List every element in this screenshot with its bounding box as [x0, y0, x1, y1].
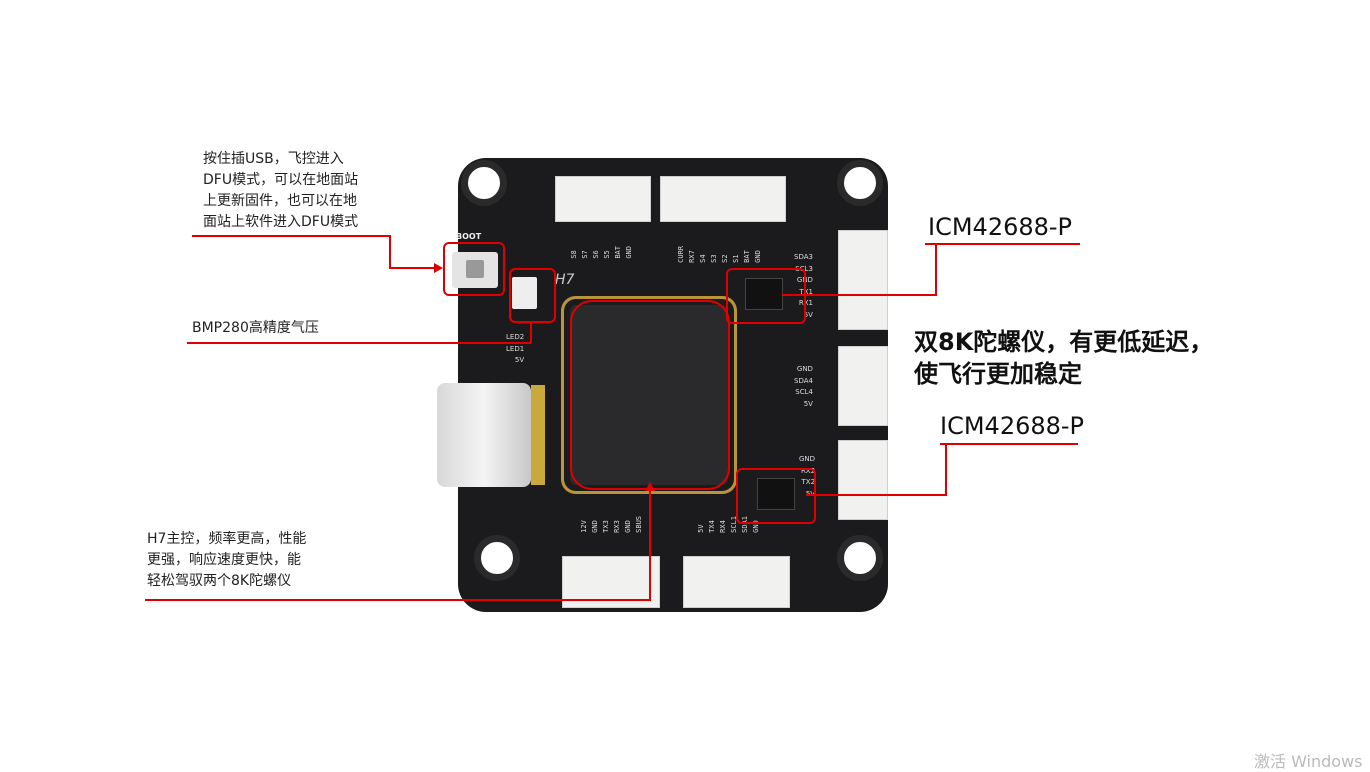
pin-label: TX4 [708, 520, 716, 533]
leader-line [187, 342, 531, 344]
pin-label: SCL4 [795, 388, 813, 396]
leader-line [935, 243, 937, 296]
connector-right-1 [838, 230, 888, 330]
bmp280-sensor [512, 277, 537, 309]
baro-highlight [509, 268, 556, 323]
left-silk-labels: LED2 LED1 5V [506, 332, 524, 367]
pin-label: RX7 [688, 250, 696, 263]
top-right-pin-labels: CURR RX7 S4 S3 S2 S1 BAT GND [677, 246, 762, 263]
pin-label: S1 [732, 254, 740, 263]
usb-pads [531, 385, 545, 485]
pin-label: S4 [699, 254, 707, 263]
imu-top-label: ICM42688-P [928, 213, 1073, 241]
pin-label: LED1 [506, 344, 525, 353]
pin-label: S6 [592, 250, 600, 259]
note-line: 按住插USB，飞控进入 [203, 151, 344, 167]
pin-label: LED2 [506, 333, 525, 341]
mounting-hole [474, 535, 520, 581]
pin-label: GND [625, 246, 633, 259]
icm42688-bottom-chip [757, 478, 795, 510]
imu-bottom-label: ICM42688-P [940, 412, 1085, 440]
pin-label: 5V [803, 310, 813, 319]
leader-line [145, 599, 651, 601]
right-pin-labels-2: GND SDA4 SCL4 5V [794, 364, 813, 410]
leader-line [806, 494, 947, 496]
connector-bottom-right [683, 556, 790, 608]
note-line: 双8K陀螺仪，有更低延迟， [914, 328, 1214, 356]
leader-line [925, 243, 1080, 245]
bottom-left-pin-labels: 12V GND TX3 RX3 GND SBUS [580, 516, 643, 533]
activation-watermark: 激活 Windows [1254, 752, 1363, 771]
usb-c-port [437, 383, 531, 487]
pin-label: TX3 [602, 520, 610, 533]
pin-label: BAT [614, 246, 622, 259]
dual-gyro-note: 双8K陀螺仪，有更低延迟， 使飞行更加稳定 [914, 326, 1213, 390]
note-line: 面站上软件进入DFU模式 [203, 214, 359, 230]
note-line: 上更新固件，也可以在地 [203, 193, 357, 209]
imu-top-highlight [726, 268, 806, 324]
right-pin-labels-3: GND RX2 TX2 5V [799, 454, 815, 500]
pin-label: RX4 [719, 520, 727, 533]
note-line: 轻松驾驭两个8K陀螺仪 [147, 573, 292, 589]
arrow-head-icon [434, 263, 443, 273]
leader-line [389, 235, 391, 269]
pin-label: RX3 [613, 520, 621, 533]
leader-line [192, 235, 391, 237]
pin-label: GND [754, 250, 762, 263]
leader-line [530, 322, 532, 343]
pin-label: SCL3 [795, 264, 813, 273]
mounting-hole [837, 160, 883, 206]
boot-note: 按住插USB，飞控进入 DFU模式，可以在地面站 上更新固件，也可以在地 面站上… [203, 149, 358, 233]
pin-label: CURR [677, 246, 685, 263]
imu-bottom-highlight [736, 468, 816, 524]
arrow-head-icon [645, 482, 655, 491]
pin-label: GND [591, 520, 599, 533]
pin-label: 12V [580, 520, 588, 533]
note-line: 使飞行更加稳定 [914, 360, 1082, 388]
connector-right-3 [838, 440, 888, 520]
pin-label: S7 [581, 250, 589, 259]
boot-button [452, 252, 498, 288]
pin-label: 5V [514, 356, 525, 364]
connector-top-left [555, 176, 651, 222]
top-left-pin-labels: S8 S7 S6 S5 BAT GND [570, 246, 633, 259]
pin-label: 5V [697, 524, 705, 533]
leader-line [940, 443, 1078, 445]
pin-label: SDA3 [794, 253, 813, 261]
leader-line [649, 488, 651, 601]
pin-label: 5V [803, 399, 813, 408]
mcu-silk-label: H7 [555, 272, 575, 288]
pin-label: S8 [570, 250, 578, 259]
pin-label: BAT [743, 250, 751, 263]
pin-label: S5 [603, 250, 611, 259]
pin-label: TX2 [801, 478, 816, 486]
connector-right-2 [838, 346, 888, 426]
mcu-highlight [570, 300, 730, 490]
leader-line [945, 443, 947, 496]
boot-highlight [443, 242, 505, 296]
note-line: DFU模式，可以在地面站 [203, 172, 359, 188]
mcu-note: H7主控，频率更高，性能 更强，响应速度更快，能 轻松驾驭两个8K陀螺仪 [147, 529, 306, 592]
pin-label: 5V [806, 489, 815, 501]
pin-label: GND [624, 520, 632, 533]
note-line: H7主控，频率更高，性能 [147, 531, 307, 547]
boot-label: BOOT [456, 232, 482, 241]
pin-label: GND [799, 455, 816, 463]
note-line: 更强，响应速度更快，能 [147, 552, 301, 568]
pin-label: S3 [710, 254, 718, 263]
leader-line [389, 267, 437, 269]
h7-mcu-chip [570, 305, 728, 485]
pin-label: SBUS [635, 516, 643, 533]
connector-top-right [660, 176, 786, 222]
baro-note: BMP280高精度气压 [192, 320, 319, 336]
pin-label: S2 [721, 254, 729, 263]
mounting-hole [461, 160, 507, 206]
leader-line [782, 294, 937, 296]
pin-label: GND [796, 365, 813, 373]
pin-label: TX1 [799, 287, 813, 296]
pin-label: SDA4 [794, 376, 813, 385]
mounting-hole [837, 535, 883, 581]
pin-label: RX2 [800, 466, 816, 475]
